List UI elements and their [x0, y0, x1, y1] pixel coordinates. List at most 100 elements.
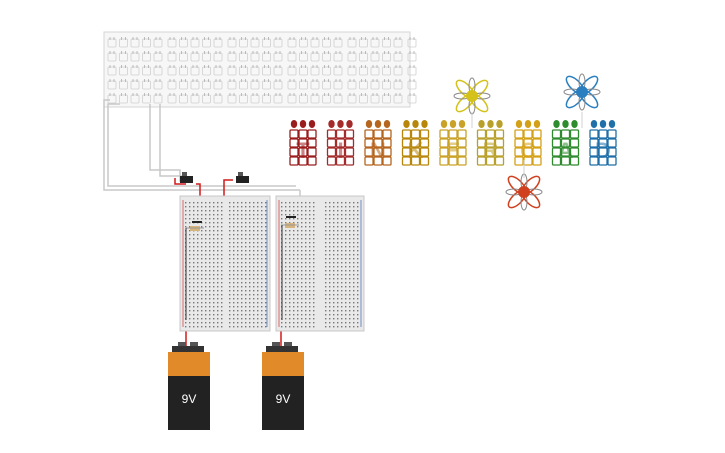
breadboard-hole[interactable]: [209, 322, 211, 324]
breadboard-hole[interactable]: [265, 250, 267, 252]
breadboard-hole[interactable]: [357, 234, 359, 236]
breadboard-hole[interactable]: [241, 294, 243, 296]
breadboard-hole[interactable]: [217, 290, 219, 292]
breadboard-hole[interactable]: [285, 302, 287, 304]
breadboard-hole[interactable]: [249, 242, 251, 244]
breadboard-hole[interactable]: [209, 290, 211, 292]
breadboard-hole[interactable]: [261, 314, 263, 316]
breadboard-hole[interactable]: [289, 210, 291, 212]
breadboard-hole[interactable]: [329, 214, 331, 216]
breadboard-hole[interactable]: [301, 222, 303, 224]
breadboard-hole[interactable]: [221, 242, 223, 244]
breadboard-hole[interactable]: [213, 322, 215, 324]
breadboard-hole[interactable]: [193, 210, 195, 212]
breadboard-hole[interactable]: [309, 290, 311, 292]
breadboard-hole[interactable]: [357, 282, 359, 284]
breadboard-hole[interactable]: [349, 314, 351, 316]
breadboard-hole[interactable]: [289, 202, 291, 204]
breadboard-hole[interactable]: [209, 262, 211, 264]
breadboard-hole[interactable]: [217, 258, 219, 260]
breadboard-hole[interactable]: [297, 270, 299, 272]
breadboard-hole[interactable]: [233, 266, 235, 268]
battery-right[interactable]: 9V: [262, 342, 304, 430]
matrix-led[interactable]: [202, 51, 211, 62]
breadboard-hole[interactable]: [341, 294, 343, 296]
matrix-led[interactable]: [333, 93, 343, 104]
breadboard-hole[interactable]: [337, 302, 339, 304]
breadboard-hole[interactable]: [217, 210, 219, 212]
breadboard-hole[interactable]: [325, 234, 327, 236]
breadboard-hole[interactable]: [345, 218, 347, 220]
breadboard-hole[interactable]: [233, 270, 235, 272]
breadboard-hole[interactable]: [345, 246, 347, 248]
matrix-led[interactable]: [179, 51, 188, 62]
matrix-led[interactable]: [153, 79, 163, 90]
breadboard-hole[interactable]: [337, 210, 339, 212]
breadboard-hole[interactable]: [337, 242, 339, 244]
breadboard-hole[interactable]: [337, 278, 339, 280]
matrix-led[interactable]: [227, 37, 237, 48]
breadboard-hole[interactable]: [201, 278, 203, 280]
breadboard-hole[interactable]: [245, 282, 247, 284]
breadboard-hole[interactable]: [357, 302, 359, 304]
breadboard-hole[interactable]: [297, 262, 299, 264]
breadboard-hole[interactable]: [189, 310, 191, 312]
breadboard-hole[interactable]: [245, 254, 247, 256]
breadboard-hole[interactable]: [309, 206, 311, 208]
breadboard-hole[interactable]: [301, 214, 303, 216]
breadboard-hole[interactable]: [289, 294, 291, 296]
breadboard-hole[interactable]: [205, 294, 207, 296]
breadboard-hole[interactable]: [229, 274, 231, 276]
breadboard-hole[interactable]: [201, 262, 203, 264]
breadboard-hole[interactable]: [209, 226, 211, 228]
breadboard-hole[interactable]: [253, 214, 255, 216]
breadboard-hole[interactable]: [217, 298, 219, 300]
breadboard-hole[interactable]: [249, 298, 251, 300]
breadboard-hole[interactable]: [213, 218, 215, 220]
breadboard-hole[interactable]: [261, 302, 263, 304]
breadboard-hole[interactable]: [189, 226, 191, 228]
breadboard-hole[interactable]: [253, 266, 255, 268]
matrix-led[interactable]: [299, 79, 308, 90]
breadboard-hole[interactable]: [201, 282, 203, 284]
breadboard-hole[interactable]: [341, 258, 343, 260]
matrix-led[interactable]: [227, 65, 237, 76]
breadboard-hole[interactable]: [341, 322, 343, 324]
breadboard-hole[interactable]: [333, 278, 335, 280]
breadboard-hole[interactable]: [353, 314, 355, 316]
breadboard-hole[interactable]: [357, 226, 359, 228]
breadboard-hole[interactable]: [229, 234, 231, 236]
breadboard-hole[interactable]: [197, 214, 199, 216]
matrix-led[interactable]: [190, 65, 200, 76]
breadboard-hole[interactable]: [233, 298, 235, 300]
breadboard-hole[interactable]: [329, 246, 331, 248]
matrix-led[interactable]: [262, 93, 271, 104]
breadboard-hole[interactable]: [325, 238, 327, 240]
breadboard-hole[interactable]: [205, 210, 207, 212]
breadboard-hole[interactable]: [357, 210, 359, 212]
breadboard-hole[interactable]: [257, 234, 259, 236]
breadboard-hole[interactable]: [233, 234, 235, 236]
matrix-led[interactable]: [107, 93, 117, 104]
breadboard-hole[interactable]: [293, 258, 295, 260]
breadboard-hole[interactable]: [293, 230, 295, 232]
breadboard-hole[interactable]: [213, 222, 215, 224]
breadboard-hole[interactable]: [301, 310, 303, 312]
matrix-led[interactable]: [382, 93, 391, 104]
breadboard-hole[interactable]: [237, 326, 239, 328]
breadboard-hole[interactable]: [257, 282, 259, 284]
capacitor-left[interactable]: [192, 221, 202, 223]
capacitor-right[interactable]: [286, 216, 296, 218]
breadboard-hole[interactable]: [341, 206, 343, 208]
matrix-led[interactable]: [299, 65, 308, 76]
breadboard-hole[interactable]: [205, 218, 207, 220]
breadboard-hole[interactable]: [349, 282, 351, 284]
breadboard-hole[interactable]: [237, 214, 239, 216]
breadboard-hole[interactable]: [217, 254, 219, 256]
breadboard-hole[interactable]: [237, 210, 239, 212]
matrix-led[interactable]: [370, 65, 380, 76]
breadboard-hole[interactable]: [333, 290, 335, 292]
breadboard-hole[interactable]: [309, 218, 311, 220]
breadboard-hole[interactable]: [337, 274, 339, 276]
breadboard-hole[interactable]: [209, 298, 211, 300]
